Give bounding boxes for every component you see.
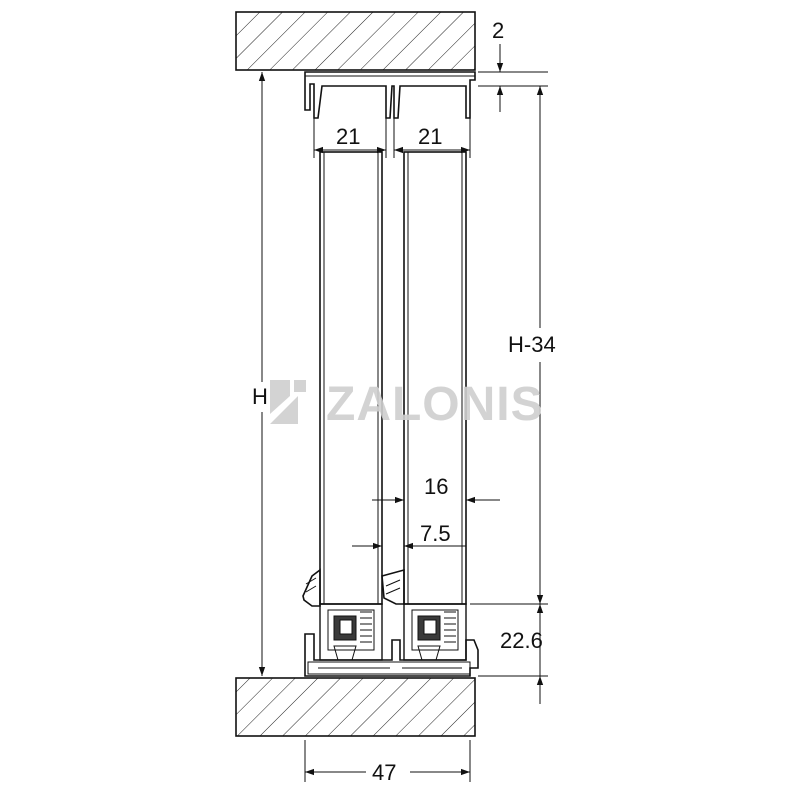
zalonis-watermark: ZALONIS [270,378,544,431]
floor-slab [235,677,476,737]
dimension-label-panel-gap: 16 [424,474,448,499]
dimension-panel-gap: 16 [372,474,500,504]
dimension-track-width: 47 [305,758,470,786]
zalonis-logo-icon [270,380,306,424]
dimension-overall-height: H [248,72,276,676]
dimension-label-bottom-track-height: 22.6 [500,628,543,653]
bottom-track-assembly [302,568,479,677]
ceiling-slab [235,11,476,71]
dimension-panel-width-left: 21 [314,124,386,154]
dimension-label-overall-height: H [252,384,268,409]
dimension-top-gap: 2 [492,18,504,112]
dimension-frame-offset: 7.5 [352,521,466,550]
dimension-label-panel-width-right: 21 [418,124,442,149]
top-track-profile [304,71,476,119]
extension-lines [304,71,548,782]
dimension-bottom-track-height: 22.6 [500,604,544,704]
dimension-label-panel-height: H-34 [508,332,556,357]
dimension-label-frame-offset: 7.5 [420,521,451,546]
dimension-panel-height: H-34 [504,86,576,604]
dimension-label-top-gap: 2 [492,18,504,43]
watermark-brand-text: ZALONIS [326,378,544,431]
dimension-label-track-width: 47 [372,760,396,785]
dimension-panel-width-right: 21 [394,124,470,154]
dimension-label-panel-width-left: 21 [336,124,360,149]
